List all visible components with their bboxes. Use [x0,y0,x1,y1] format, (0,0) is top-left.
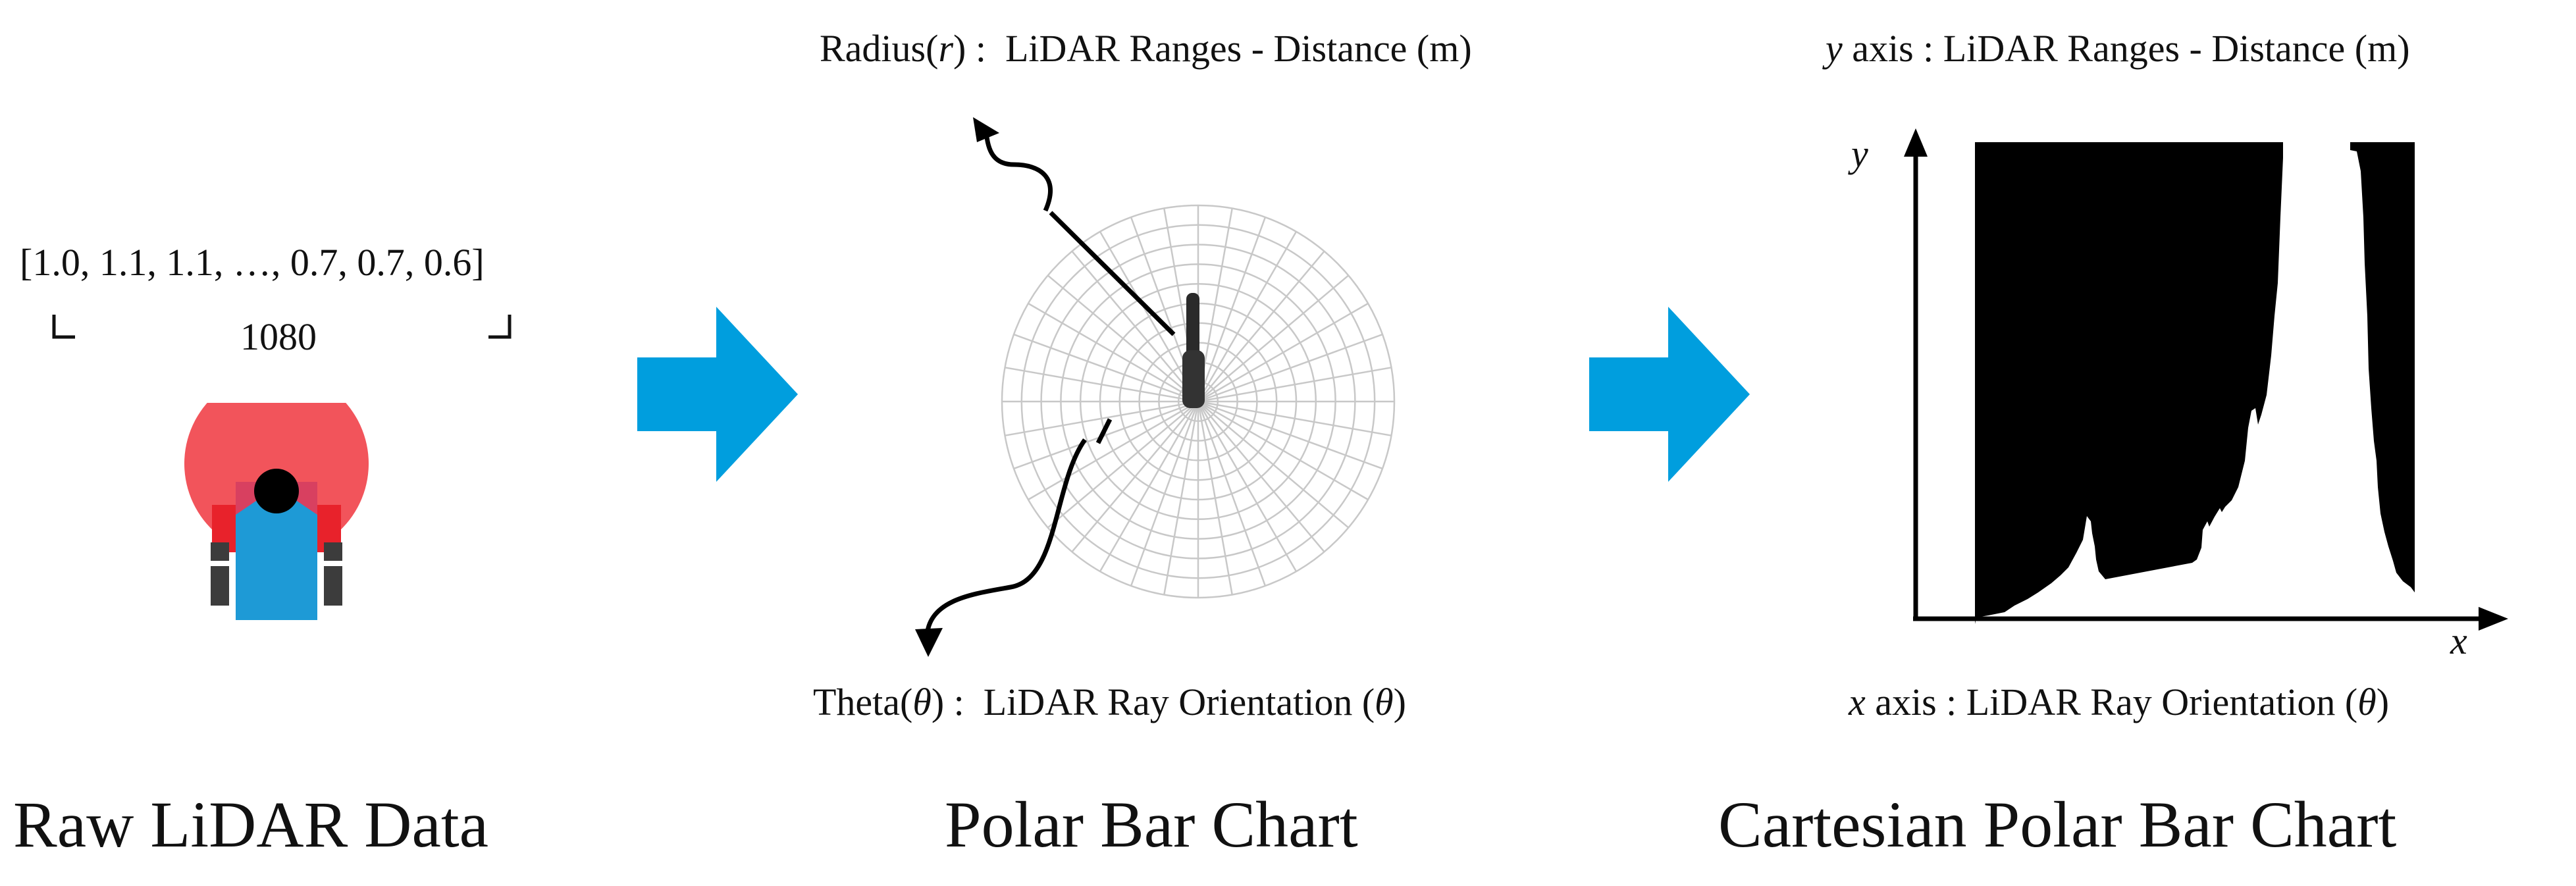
polar-spoke [1163,401,1199,595]
polar-chart [1001,204,1396,599]
polar-spoke [1197,231,1298,402]
theta-symbol: θ [912,681,932,723]
curved-arrow-icon [915,438,1087,657]
raw-count: 1080 [240,315,317,358]
occupancy-fill-right [2350,142,2415,592]
polar-spoke [1197,401,1325,553]
polar-spoke [1013,400,1199,470]
robot-icon [184,403,369,620]
radius-text: LiDAR Ranges - Distance (m) [1005,27,1472,70]
polar-grid [1001,204,1396,599]
polar-spoke [1013,333,1199,403]
x-text: axis : LiDAR Ray Orientation ( [1875,681,2358,723]
polar-spoke [1197,274,1350,402]
polar-spoke [1197,401,1350,529]
radius-symbol: r [938,27,954,70]
y-axis-arrowhead [1904,128,1928,157]
polar-spoke [1197,333,1383,403]
robot-body [236,487,317,620]
polar-spoke [1197,400,1383,470]
polar-obstacle [1182,293,1205,408]
wheel-left [211,566,229,606]
polar-spoke [1197,401,1233,595]
y-text: axis : LiDAR Ranges - Distance (m) [1852,27,2410,70]
polar-spoke [1197,217,1267,402]
polar-spoke [1071,250,1199,402]
lidar-sensor [254,469,299,513]
right-arrow-icon [1589,307,1750,482]
polar-spoke [1130,401,1199,586]
theta-label: Theta(θ) : LiDAR Ray Orientation (θ) [813,681,1406,723]
bracket-left-icon [52,315,75,339]
polar-spoke [1197,250,1325,402]
raw-array-text: [1.0, 1.1, 1.1, …, 0.7, 0.7, 0.6] [20,241,485,284]
x-axis-arrowhead [2479,607,2508,631]
raw-title: Raw LiDAR Data [13,788,489,861]
occupancy-fill [1975,142,2283,624]
polar-spoke [1071,401,1199,553]
polar-spoke [1197,400,1369,501]
x-axis-description: x axis : LiDAR Ray Orientation (θ) [1849,681,2390,723]
polar-spoke [1197,367,1392,403]
theta-text: LiDAR Ray Orientation ( [983,681,1375,723]
polar-spoke [1197,401,1298,572]
polar-spoke [1099,231,1199,402]
radius-label: Radius(r) : LiDAR Ranges - Distance (m) [820,27,1472,70]
polar-spoke [1197,302,1369,403]
y-symbol: y [1826,27,1843,70]
y-axis-label: y [1851,132,1868,175]
polar-spoke [1005,400,1199,436]
theta-indicator-tick [1095,418,1113,444]
right-arrow-icon [637,307,798,482]
polar-spoke [1028,302,1199,403]
x-axis-label: x [2450,619,2467,662]
obstacle-lower [1182,350,1205,408]
wheel-right [324,566,342,606]
polar-spoke [1047,274,1199,402]
cartesian-title: Cartesian Polar Bar Chart [1718,788,2397,861]
curved-arrow-icon [973,117,1053,212]
radius-indicator-line [1049,211,1176,336]
wheel-left-top [211,542,229,561]
cartesian-chart [1904,128,2508,631]
polar-spoke [1028,400,1199,501]
theta-symbol-3: θ [2357,681,2377,723]
polar-spoke [1197,401,1267,586]
polar-spoke [1047,401,1199,529]
theta-symbol-2: θ [1375,681,1394,723]
polar-spoke [1005,367,1199,403]
x-symbol: x [1849,681,1866,723]
wheel-right-top [324,542,342,561]
polar-spoke [1197,400,1392,436]
y-axis-description: y axis : LiDAR Ranges - Distance (m) [1826,26,2410,70]
obstacle-upper [1186,293,1199,364]
polar-spoke [1099,401,1199,572]
polar-title: Polar Bar Chart [945,788,1358,861]
bracket-right-icon [488,315,512,339]
